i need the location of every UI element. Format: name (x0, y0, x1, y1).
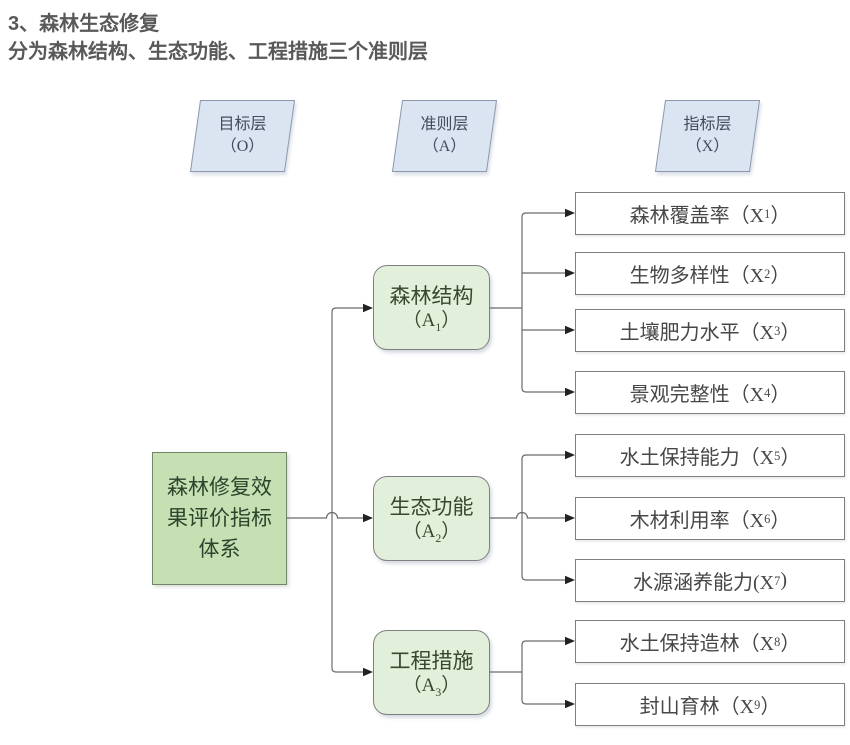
layer-label-indicator-text: 指标层 （X） (683, 116, 732, 155)
criteria-node-a3: 工程措施 （A3） (373, 630, 490, 715)
layer-label-goal: 目标层 （O） (195, 100, 290, 172)
layer-label-criteria-text: 准则层 （A） (420, 116, 469, 155)
criteria-node-a2-label: 生态功能 (389, 494, 474, 519)
criteria-node-a3-label: 工程措施 (389, 648, 474, 673)
criteria-node-a1-code: （A1） (402, 309, 461, 334)
goal-node: 森林修复效 果评价指标 体系 (152, 452, 287, 585)
goal-node-text-line: 果评价指标 (167, 506, 272, 530)
layer-label-goal-text: 目标层 （O） (218, 116, 267, 155)
page-title: 3、森林生态修复 (8, 13, 160, 35)
layer-label-criteria: 准则层 （A） (397, 100, 492, 172)
goal-node-text-line: 森林修复效 (167, 475, 272, 499)
criteria-node-a1: 森林结构 （A1） (373, 265, 490, 350)
layer-label-indicator: 指标层 （X） (660, 100, 755, 172)
criteria-node-a2: 生态功能 （A2） (373, 476, 490, 561)
criteria-node-a3-code: （A3） (402, 674, 461, 699)
criteria-node-a2-code: （A2） (402, 520, 461, 545)
criteria-node-a1-label: 森林结构 (389, 283, 474, 308)
page-subtitle: 分为森林结构、生态功能、工程措施三个准则层 (8, 41, 428, 63)
goal-node-text-line: 体系 (198, 537, 241, 561)
